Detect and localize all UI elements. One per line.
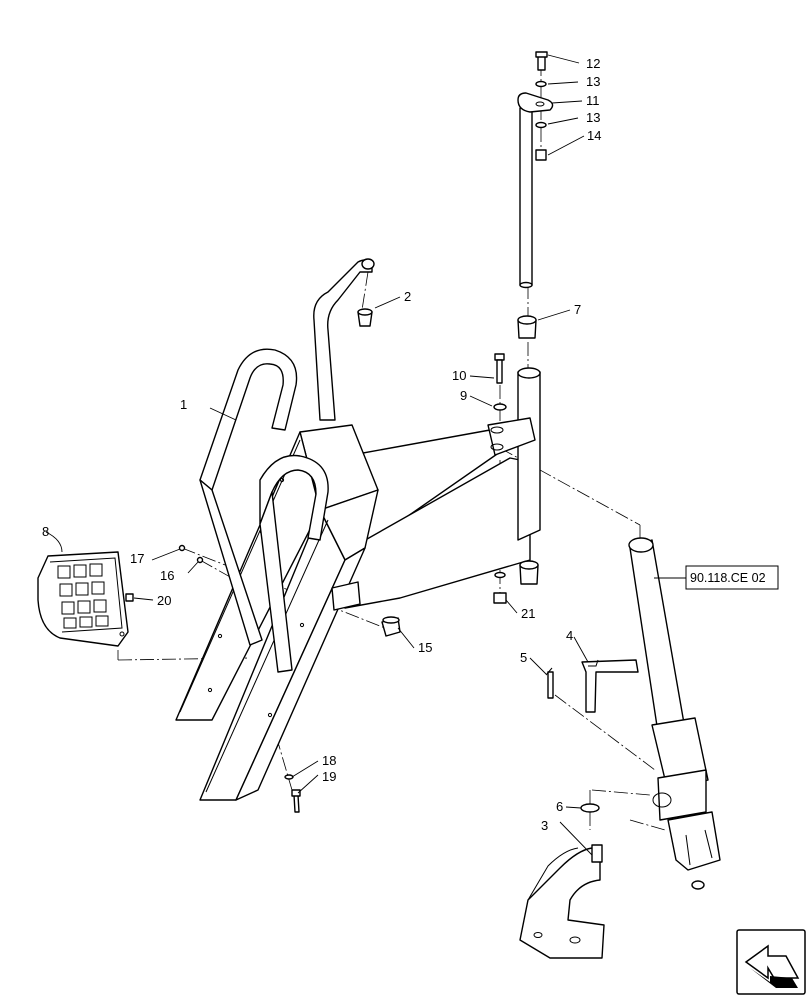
callout-13-lower: 13 [586,110,600,125]
bushing-upper [517,315,537,339]
hydraulic-cylinder [628,537,721,890]
callout-9: 9 [460,388,467,403]
callout-1: 1 [180,397,187,412]
step-tread [37,551,129,647]
callout-3: 3 [541,818,548,833]
reference-link[interactable]: 90.118.CE 02 [685,565,779,590]
callout-4: 4 [566,628,573,643]
callout-6: 6 [556,799,563,814]
callout-15: 15 [418,640,432,655]
small-fasteners [125,544,204,602]
callout-2: 2 [404,289,411,304]
callout-11: 11 [586,93,600,108]
callout-12: 12 [586,56,600,71]
callout-17: 17 [130,551,144,566]
lock-lever [581,659,639,713]
bumper-2 [357,308,373,327]
step-frame-assembly [175,367,541,801]
pivot-pin-assembly [517,51,554,289]
washer-6 [580,803,600,813]
leader-lines [45,54,692,856]
bumper-15 [381,616,401,637]
handrails [199,258,375,673]
callout-13-upper: 13 [586,74,600,89]
callout-7: 7 [574,302,581,317]
callout-16: 16 [160,568,174,583]
lower-hardware [493,560,539,604]
callout-20: 20 [157,593,171,608]
callout-5: 5 [520,650,527,665]
reference-label[interactable]: 90.118.CE 02 [690,571,766,585]
lower-bolt [284,774,301,813]
callout-14: 14 [587,128,601,143]
callout-19: 19 [322,769,336,784]
previous-page-arrow-icon[interactable] [736,929,806,995]
bolt-and-washer [493,353,507,411]
spring-pin [545,667,554,699]
callout-10: 10 [452,368,466,383]
callout-21: 21 [521,606,535,621]
callout-18: 18 [322,753,336,768]
mount-bracket [519,844,605,959]
callouts: 1 2 3 4 5 6 7 8 9 10 11 12 13 13 14 15 1… [42,56,601,833]
reference-box[interactable] [685,565,779,590]
callout-8: 8 [42,524,49,539]
